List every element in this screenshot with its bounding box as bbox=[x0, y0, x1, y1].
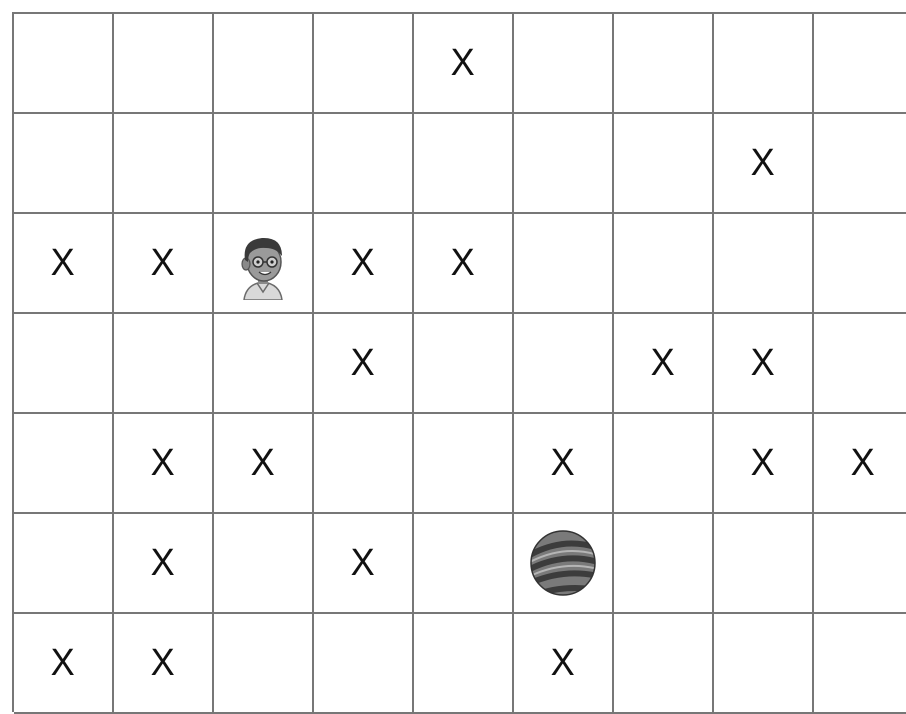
board-cell-r6-c1[interactable] bbox=[14, 514, 114, 614]
x-mark: X bbox=[451, 44, 475, 82]
board-cell-r7-c4[interactable] bbox=[314, 614, 414, 714]
board-cell-r7-c9[interactable] bbox=[814, 614, 906, 714]
board-cell-r7-c7[interactable] bbox=[614, 614, 714, 714]
board-cell-r2-c9[interactable] bbox=[814, 114, 906, 214]
striped-ball-icon bbox=[526, 526, 600, 600]
x-mark: X bbox=[51, 644, 75, 682]
board-cell-r1-c9[interactable] bbox=[814, 14, 906, 114]
board-cell-r3-c2[interactable]: X bbox=[114, 214, 214, 314]
x-mark: X bbox=[51, 244, 75, 282]
board-cell-r1-c3[interactable] bbox=[214, 14, 314, 114]
board-cell-r4-c5[interactable] bbox=[414, 314, 514, 414]
board-cell-r5-c6[interactable]: X bbox=[514, 414, 614, 514]
board-cell-r3-c9[interactable] bbox=[814, 214, 906, 314]
board-cell-r6-c8[interactable] bbox=[714, 514, 814, 614]
x-mark: X bbox=[551, 444, 575, 482]
board-cell-r1-c5[interactable]: X bbox=[414, 14, 514, 114]
board-cell-r4-c7[interactable]: X bbox=[614, 314, 714, 414]
board-cell-r6-c5[interactable] bbox=[414, 514, 514, 614]
board-cell-r7-c5[interactable] bbox=[414, 614, 514, 714]
x-mark: X bbox=[451, 244, 475, 282]
x-mark: X bbox=[551, 644, 575, 682]
board-cell-r6-c2[interactable]: X bbox=[114, 514, 214, 614]
board-cell-r4-c3[interactable] bbox=[214, 314, 314, 414]
board-cell-r1-c7[interactable] bbox=[614, 14, 714, 114]
x-mark: X bbox=[351, 344, 375, 382]
board-cell-r5-c9[interactable]: X bbox=[814, 414, 906, 514]
x-mark: X bbox=[151, 644, 175, 682]
board-cell-r3-c7[interactable] bbox=[614, 214, 714, 314]
board-cell-r2-c1[interactable] bbox=[14, 114, 114, 214]
board-cell-r4-c2[interactable] bbox=[114, 314, 214, 414]
board-cell-r1-c8[interactable] bbox=[714, 14, 814, 114]
board-cell-r1-c6[interactable] bbox=[514, 14, 614, 114]
x-mark: X bbox=[151, 444, 175, 482]
board-cell-r5-c7[interactable] bbox=[614, 414, 714, 514]
board-cell-r5-c3[interactable]: X bbox=[214, 414, 314, 514]
x-mark: X bbox=[651, 344, 675, 382]
board-cell-r2-c2[interactable] bbox=[114, 114, 214, 214]
board-cell-r3-c3[interactable] bbox=[214, 214, 314, 314]
x-mark: X bbox=[351, 244, 375, 282]
board-cell-r1-c2[interactable] bbox=[114, 14, 214, 114]
board-cell-r3-c6[interactable] bbox=[514, 214, 614, 314]
board-cell-r4-c1[interactable] bbox=[14, 314, 114, 414]
board-cell-r6-c3[interactable] bbox=[214, 514, 314, 614]
board-cell-r6-c6[interactable] bbox=[514, 514, 614, 614]
x-mark: X bbox=[751, 144, 775, 182]
board-cell-r3-c4[interactable]: X bbox=[314, 214, 414, 314]
x-mark: X bbox=[351, 544, 375, 582]
board-cell-r1-c4[interactable] bbox=[314, 14, 414, 114]
board-cell-r5-c4[interactable] bbox=[314, 414, 414, 514]
x-mark: X bbox=[151, 244, 175, 282]
board-cell-r3-c5[interactable]: X bbox=[414, 214, 514, 314]
board-cell-r7-c8[interactable] bbox=[714, 614, 814, 714]
board-cell-r7-c6[interactable]: X bbox=[514, 614, 614, 714]
x-mark: X bbox=[851, 444, 875, 482]
x-mark: X bbox=[751, 444, 775, 482]
board-cell-r2-c8[interactable]: X bbox=[714, 114, 814, 214]
board-cell-r4-c9[interactable] bbox=[814, 314, 906, 414]
board-cell-r5-c1[interactable] bbox=[14, 414, 114, 514]
board-cell-r6-c9[interactable] bbox=[814, 514, 906, 614]
board-cell-r4-c4[interactable]: X bbox=[314, 314, 414, 414]
board-cell-r4-c8[interactable]: X bbox=[714, 314, 814, 414]
board-cell-r3-c8[interactable] bbox=[714, 214, 814, 314]
x-mark: X bbox=[751, 344, 775, 382]
board-cell-r2-c6[interactable] bbox=[514, 114, 614, 214]
board-cell-r3-c1[interactable]: X bbox=[14, 214, 114, 314]
boy-face-icon bbox=[226, 226, 300, 300]
board-cell-r5-c2[interactable]: X bbox=[114, 414, 214, 514]
board-cell-r1-c1[interactable] bbox=[14, 14, 114, 114]
board-cell-r2-c3[interactable] bbox=[214, 114, 314, 214]
x-mark: X bbox=[151, 544, 175, 582]
board-cell-r2-c5[interactable] bbox=[414, 114, 514, 214]
board-cell-r6-c7[interactable] bbox=[614, 514, 714, 614]
game-board: X X X X X X X X X X X X X X X X bbox=[12, 12, 906, 712]
x-mark: X bbox=[251, 444, 275, 482]
board-cell-r5-c5[interactable] bbox=[414, 414, 514, 514]
board-cell-r2-c7[interactable] bbox=[614, 114, 714, 214]
board-cell-r7-c3[interactable] bbox=[214, 614, 314, 714]
board-cell-r2-c4[interactable] bbox=[314, 114, 414, 214]
board-cell-r6-c4[interactable]: X bbox=[314, 514, 414, 614]
board-cell-r7-c1[interactable]: X bbox=[14, 614, 114, 714]
board-cell-r5-c8[interactable]: X bbox=[714, 414, 814, 514]
board-cell-r4-c6[interactable] bbox=[514, 314, 614, 414]
board-cell-r7-c2[interactable]: X bbox=[114, 614, 214, 714]
